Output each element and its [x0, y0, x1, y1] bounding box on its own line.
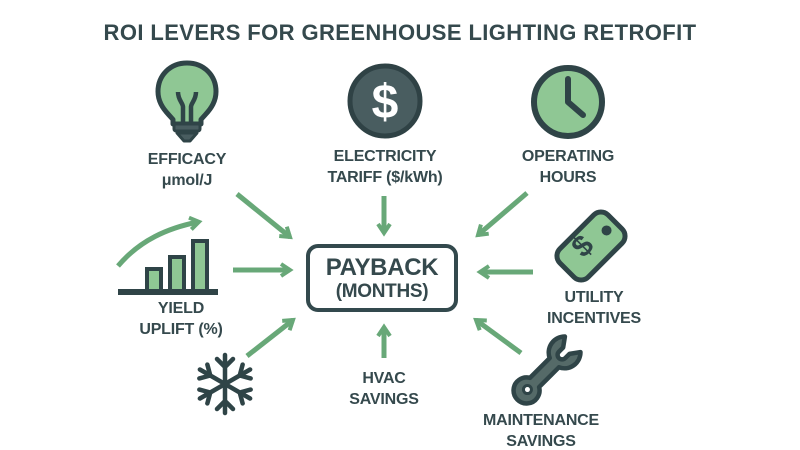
efficacy-label: EFFICACY μmol/J: [147, 149, 227, 191]
dollar-circle-icon: $: [347, 63, 423, 139]
hours-label-line1: OPERATING: [521, 148, 615, 165]
wrench-icon: [511, 334, 583, 406]
diagram-title: ROI LEVERS FOR GREENHOUSE LIGHTING RETRO…: [103, 20, 697, 45]
payback-units-label: (MONTHS): [335, 280, 429, 302]
yield-label-line1: YIELD: [157, 300, 205, 317]
yield-label-line2: UPLIFT (%): [139, 321, 223, 338]
price-tag-icon: $: [554, 209, 628, 283]
clock-icon: [531, 65, 605, 139]
utility-incentives-label: UTILITY INCENTIVES: [547, 287, 641, 329]
arrow-snowflake-to-payback: [245, 317, 296, 358]
hvac-label-line2: SAVINGS: [349, 391, 419, 408]
maintenance-label-line1: MAINTENANCE: [482, 412, 600, 429]
tariff-label-line1: ELECTRICITY: [333, 148, 437, 165]
growth-bar-chart-icon: [116, 215, 218, 295]
arrow-efficacy-to-payback: [235, 192, 293, 240]
hours-label-line2: HOURS: [539, 169, 597, 186]
maintenance-savings-label: MAINTENANCE SAVINGS: [483, 410, 599, 450]
hvac-savings-label: HVAC SAVINGS: [349, 368, 419, 410]
lightbulb-icon: [155, 60, 219, 143]
arrow-hours-to-payback: [475, 191, 529, 238]
payback-label: PAYBACK: [325, 253, 439, 281]
electricity-tariff-label: ELECTRICITY TARIFF ($/kWh): [327, 146, 442, 188]
dollar-glyph: $: [372, 76, 399, 129]
hvac-label-line1: HVAC: [362, 370, 406, 387]
tariff-label-line2: TARIFF ($/kWh): [327, 169, 443, 186]
operating-hours-label: OPERATING HOURS: [522, 146, 614, 188]
payback-box: PAYBACK (MONTHS): [306, 244, 458, 312]
incentives-label-line1: UTILITY: [564, 289, 624, 306]
efficacy-label-line1: EFFICACY: [147, 151, 227, 168]
snowflake-icon: [197, 352, 253, 416]
efficacy-label-line2: μmol/J: [161, 172, 213, 189]
maintenance-label-line2: SAVINGS: [506, 433, 576, 450]
incentives-label-line2: INCENTIVES: [546, 310, 642, 327]
arrow-maintenance-to-payback: [473, 317, 523, 356]
yield-uplift-label: YIELD UPLIFT (%): [139, 298, 223, 340]
